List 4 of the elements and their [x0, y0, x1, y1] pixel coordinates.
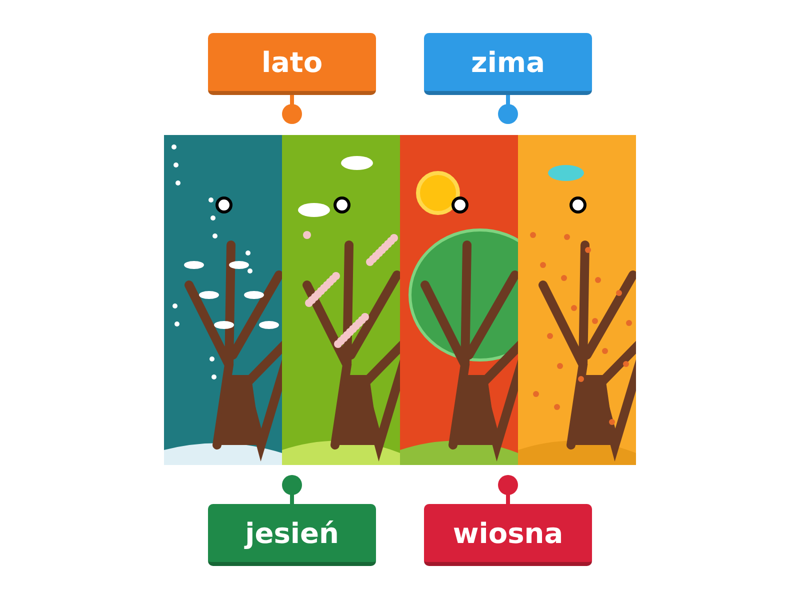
word-label: jesień [208, 504, 376, 566]
word-label: wiosna [424, 504, 592, 566]
word-label: lato [208, 33, 376, 95]
word-label: zima [424, 33, 592, 95]
